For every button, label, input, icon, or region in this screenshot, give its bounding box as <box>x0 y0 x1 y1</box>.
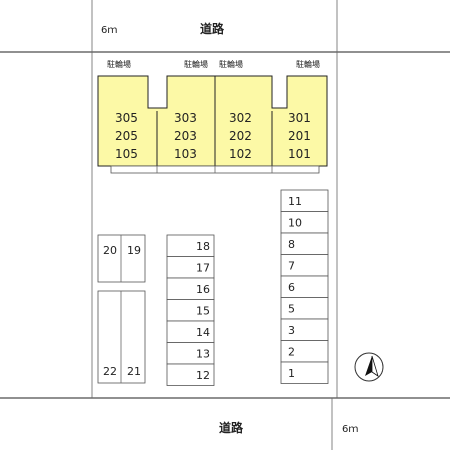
parking-right-space-box <box>280 361 329 384</box>
parking-space-14: 14 <box>196 326 210 339</box>
unit-303: 303 <box>174 111 197 125</box>
parking-space-1: 1 <box>288 367 295 380</box>
north-arrow-icon <box>354 352 384 382</box>
bike-parking-label-3: 駐輪場 <box>219 59 243 69</box>
parking-space-10: 10 <box>288 216 302 229</box>
parking-space-18: 18 <box>196 240 210 253</box>
parking-left-long: 22 21 <box>97 290 146 384</box>
parking-space-7: 7 <box>288 259 295 272</box>
bike-parking-label-4: 駐輪場 <box>296 59 320 69</box>
road-south-width: 6ｍ <box>342 424 358 435</box>
apartment-building <box>97 75 328 167</box>
parking-space-22: 22 <box>103 365 117 378</box>
unit-102: 102 <box>229 147 252 161</box>
parking-space-12: 12 <box>196 369 210 382</box>
bike-parking-label-1: 駐輪場 <box>107 59 131 69</box>
parking-space-11: 11 <box>288 195 302 208</box>
road-south-label: 道路 <box>219 420 244 435</box>
parking-space-17: 17 <box>196 261 210 274</box>
road-north-label: 道路 <box>200 21 225 36</box>
unit-201: 201 <box>288 129 311 143</box>
parking-space-19: 19 <box>127 244 141 257</box>
parking-middle-space-box <box>166 363 215 386</box>
parking-space-8: 8 <box>288 238 295 251</box>
unit-numbers: 305 205 105 303 203 103 302 202 102 301 … <box>115 111 311 161</box>
parking-space-20: 20 <box>103 244 117 257</box>
parking-space-13: 13 <box>196 347 210 360</box>
parking-space-2: 2 <box>288 345 295 358</box>
balcony-strip <box>110 165 320 174</box>
unit-301: 301 <box>288 111 311 125</box>
unit-305: 305 <box>115 111 138 125</box>
unit-203: 203 <box>174 129 197 143</box>
parking-space-16: 16 <box>196 283 210 296</box>
parking-space-21: 21 <box>127 365 141 378</box>
unit-101: 101 <box>288 147 311 161</box>
parking-space-5: 5 <box>288 302 295 315</box>
unit-202: 202 <box>229 129 252 143</box>
unit-302: 302 <box>229 111 252 125</box>
parking-right: 11 10 8 7 6 5 3 2 1 <box>280 189 329 384</box>
bike-parking-label-2: 駐輪場 <box>184 59 208 69</box>
unit-205: 205 <box>115 129 138 143</box>
building-unit-dividers <box>156 76 273 166</box>
parking-space-6: 6 <box>288 281 295 294</box>
road-north-width: 6ｍ <box>101 25 117 36</box>
parking-space-3: 3 <box>288 324 295 337</box>
unit-103: 103 <box>174 147 197 161</box>
unit-105: 105 <box>115 147 138 161</box>
parking-space-15: 15 <box>196 304 210 317</box>
parking-left-small: 20 19 <box>97 234 146 283</box>
parking-middle: 18 17 16 15 14 13 12 <box>166 234 215 386</box>
